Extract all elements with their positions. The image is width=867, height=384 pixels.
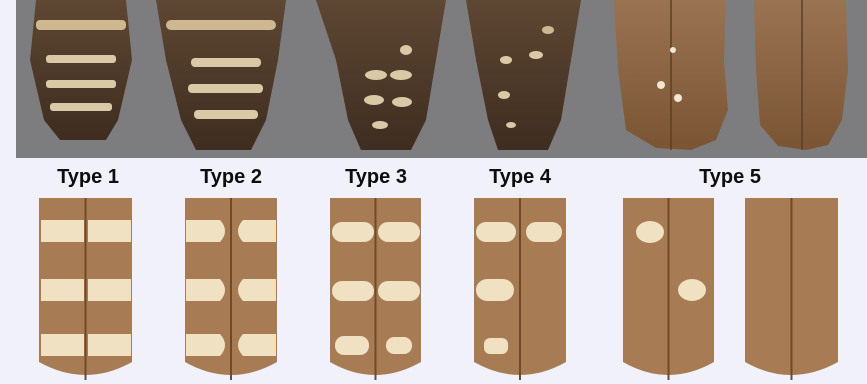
type-2-bar-left-1 [186,220,225,242]
type-5a-spot-2 [678,279,706,301]
type-4-feather-diagram [474,198,566,380]
type-2-bar-right-1 [238,220,276,242]
type-1-bar-left-1 [41,220,84,242]
type-3-spot-left-3 [335,336,369,355]
type-5a-feather-diagram [623,198,714,380]
type-4-spot-left-3 [484,338,508,354]
type-1-bar-right-3 [88,334,131,356]
type-2-bar-right-3 [238,334,276,356]
type-1-bar-left-3 [41,334,84,356]
type-1-bar-right-1 [88,220,131,242]
type-3-spot-right-3 [386,337,412,354]
type-1-bar-left-2 [41,279,84,301]
type-5b-feather-diagram [745,198,838,380]
type-3-feather-diagram [330,198,421,380]
type-3-spot-right-2 [378,281,420,301]
type-4-spot-left-1 [476,222,516,242]
type-4-spot-right-1 [526,222,562,242]
type-1-bar-right-2 [88,279,131,301]
type-3-spot-left-1 [332,222,374,242]
type-3-spot-right-1 [378,222,420,242]
type-2-bar-right-2 [238,279,276,301]
type-5a-spot-1 [636,221,664,243]
type-2-feather-diagram [185,198,277,380]
type-4-spot-left-2 [476,279,514,301]
type-2-bar-left-3 [186,334,225,356]
type-3-spot-left-2 [332,281,374,301]
type-2-bar-left-2 [186,279,225,301]
type-1-feather-diagram [39,198,132,380]
